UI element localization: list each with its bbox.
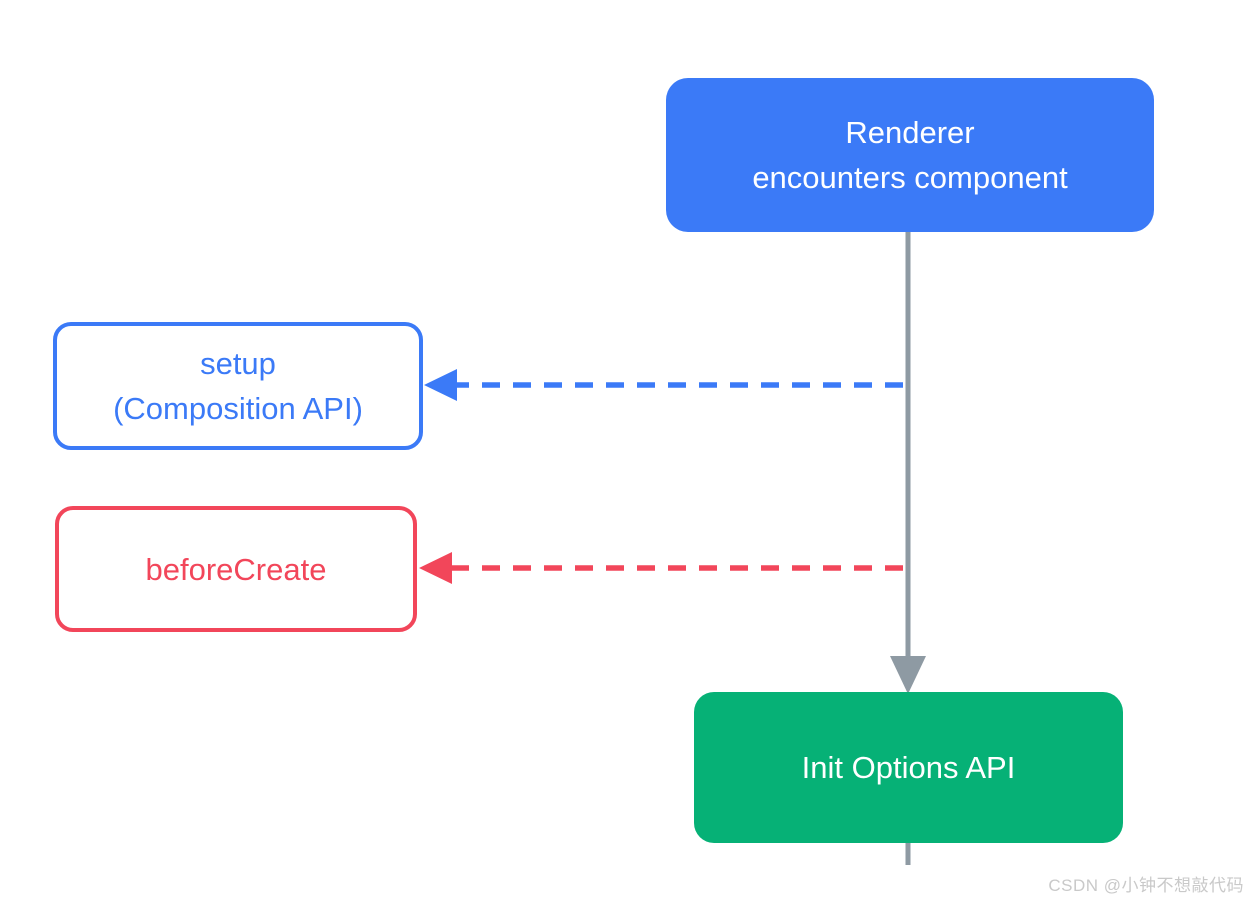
setup-node-label-line2: (Composition API) <box>113 391 363 426</box>
renderer-encounters-component-node: Renderer encounters component <box>666 78 1154 232</box>
setup-arrowhead-icon <box>424 369 457 401</box>
init-options-api-node: Init Options API <box>694 692 1123 843</box>
init-options-api-node-label: Init Options API <box>801 750 1016 785</box>
beforecreate-node-label: beforeCreate <box>145 551 327 587</box>
setup-node-label-line1: setup <box>200 346 276 381</box>
beforecreate-node: beforeCreate <box>55 506 417 632</box>
beforecreate-arrowhead-icon <box>419 552 452 584</box>
setup-composition-api-node: setup (Composition API) <box>53 322 423 450</box>
main-flow-arrowhead-icon <box>890 656 926 694</box>
watermark: CSDN @小钟不想敲代码 <box>1048 876 1244 895</box>
renderer-node-label-line2: encounters component <box>752 160 1068 195</box>
renderer-node-label-line1: Renderer <box>845 115 975 150</box>
